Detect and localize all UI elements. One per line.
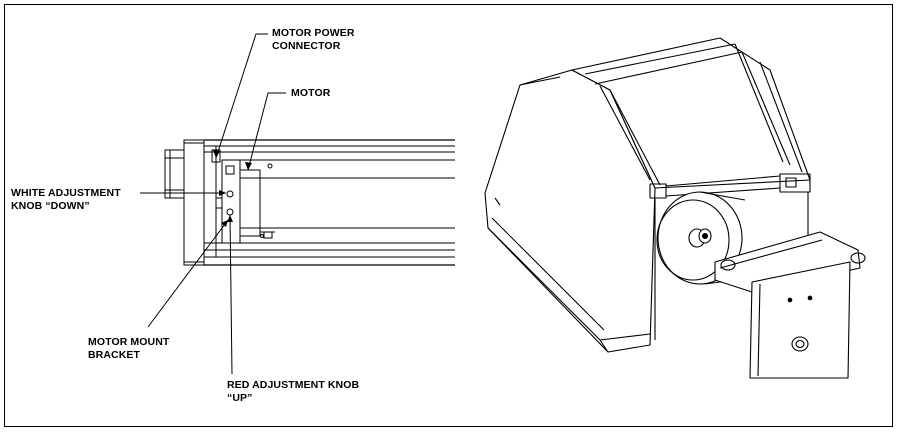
label-white-knob-line1: WHITE ADJUSTMENT bbox=[11, 187, 121, 199]
headrail-isometric-view bbox=[484, 37, 866, 379]
end-cap bbox=[183, 139, 205, 266]
label-motor-power-connector-line2: CONNECTOR bbox=[272, 40, 341, 52]
mount-bracket-plate bbox=[749, 261, 851, 379]
power-connector-block bbox=[164, 149, 185, 199]
headrail-top-view bbox=[164, 139, 455, 266]
label-white-knob: WHITE ADJUSTMENT KNOB “DOWN” bbox=[11, 187, 124, 212]
label-motor-power-connector-line1: MOTOR POWER bbox=[272, 27, 355, 39]
leader-motor bbox=[247, 92, 286, 171]
label-red-knob-line1: RED ADJUSTMENT KNOB bbox=[227, 379, 359, 391]
mount-bracket-arm bbox=[714, 231, 861, 293]
leader-motor-power-connector bbox=[215, 33, 268, 159]
label-white-knob-line2: KNOB “DOWN” bbox=[11, 200, 90, 212]
motor-body bbox=[239, 169, 261, 237]
white-knob-hole bbox=[226, 190, 234, 198]
label-red-knob-line2: “UP” bbox=[227, 392, 253, 404]
label-motor-mount-bracket-line2: BRACKET bbox=[88, 349, 141, 361]
label-motor-mount-bracket-line1: MOTOR MOUNT bbox=[88, 336, 170, 348]
leader-lines bbox=[140, 33, 286, 375]
leader-arrowheads bbox=[213, 150, 252, 227]
leader-red-knob bbox=[229, 214, 233, 375]
label-motor: MOTOR bbox=[291, 87, 331, 99]
label-motor-power-connector: MOTOR POWER CONNECTOR bbox=[272, 27, 358, 52]
motor-mount-bracket-plate bbox=[221, 159, 241, 244]
label-motor-mount-bracket: MOTOR MOUNT BRACKET bbox=[88, 336, 172, 361]
label-red-knob: RED ADJUSTMENT KNOB “UP” bbox=[227, 379, 362, 404]
red-knob-hole bbox=[226, 208, 234, 216]
leader-motor-mount-bracket bbox=[147, 219, 229, 328]
bracket-knob bbox=[791, 336, 809, 352]
